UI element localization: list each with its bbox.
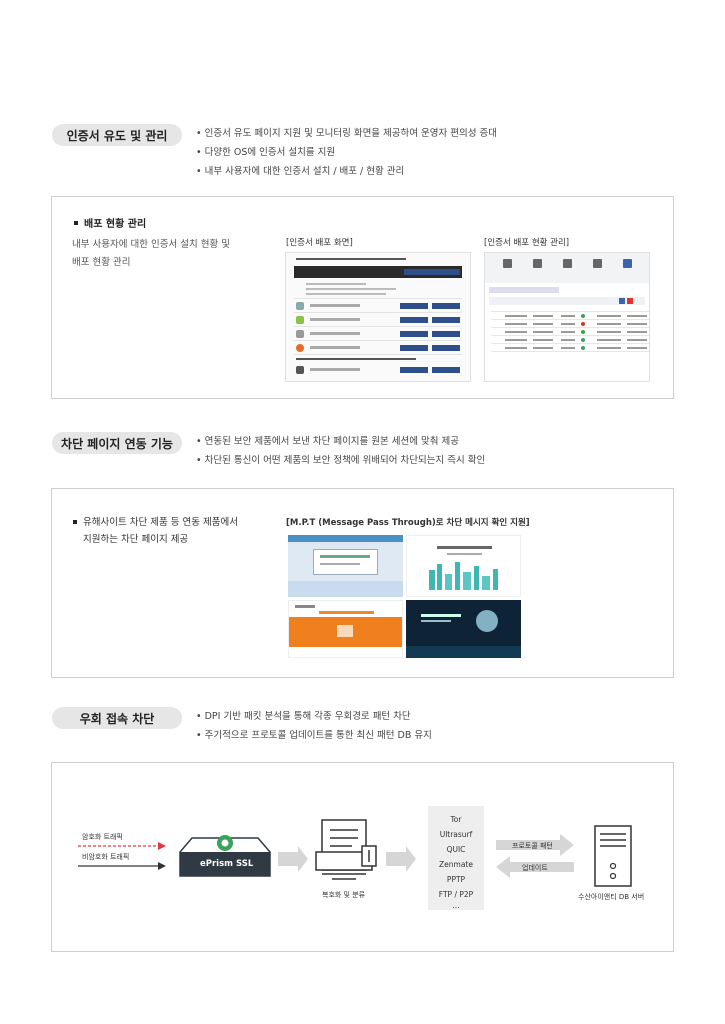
box2-heading: 유해사이트 차단 제품 등 연동 제품에서 지원하는 차단 페이지 제공: [73, 514, 238, 548]
protocol-item: PPTP: [446, 875, 466, 884]
block-page-image-light: [288, 535, 403, 597]
section-title-bypass: 우회 접속 차단: [52, 707, 182, 729]
block-page-image-city: [406, 535, 521, 597]
caption-cert-screen: [인증서 배포 화면]: [286, 238, 353, 248]
protocol-item: Zenmate: [439, 860, 473, 869]
bullet-item: 인증서 유도 페이지 지원 및 모니터링 화면을 제공하여 운영자 편의성 증대: [196, 124, 497, 143]
bypass-bullets: DPI 기반 패킷 분석을 통해 각종 우회경로 패턴 차단 주기적으로 프로토…: [196, 707, 432, 745]
db-server-label: 수산아이앤티 DB 서버: [578, 893, 645, 901]
block-page-image-dark: [406, 600, 521, 658]
toolbar-icon: [623, 259, 632, 268]
caption-cert-status: [인증서 배포 현황 관리]: [484, 238, 570, 248]
firefox-icon: [296, 343, 304, 352]
section-title-block-page: 차단 페이지 연동 기능: [52, 432, 182, 454]
toolbar-icon: [533, 259, 542, 268]
bullet-item: 차단된 통신이 어떤 제품의 보안 정책에 위배되어 차단되는지 즉시 확인: [196, 451, 486, 470]
box-heading-text: 배포 현황 관리: [84, 219, 147, 230]
macos-icon: [296, 301, 304, 310]
block-page-bullets: 연동된 보안 제품에서 보낸 차단 페이지를 원본 세션에 맞춰 제공 차단된 …: [196, 432, 486, 470]
box2-heading-line: 유해사이트 차단 제품 등 연동 제품에서: [83, 517, 238, 528]
certificate-icon: [296, 365, 304, 374]
box-heading: 배포 현황 관리: [74, 215, 146, 230]
protocol-list: Tor Ultrasurf QUIC Zenmate PPTP FTP / P2…: [428, 806, 484, 910]
bullet-item: 내부 사용자에 대한 인증서 설치 / 배포 / 현황 관리: [196, 162, 497, 181]
plain-traffic-label: 비암호화 트래픽: [82, 853, 130, 861]
square-bullet-icon: [74, 220, 78, 225]
bullet-item: 연동된 보안 제품에서 보낸 차단 페이지를 원본 세션에 맞춰 제공: [196, 432, 485, 451]
android-icon: [296, 315, 304, 324]
section-title-cert: 인증서 유도 및 관리: [52, 124, 182, 146]
caption-mpt: [M.P.T (Message Pass Through)로 차단 메시지 확인…: [286, 518, 530, 528]
cert-status-screenshot: [484, 252, 650, 382]
protocol-item: ...: [452, 901, 460, 910]
cert-distribution-screenshot: [285, 252, 471, 382]
desc-line: 배포 현황 관리: [72, 257, 131, 268]
box-description: 내부 사용자에 대한 인증서 설치 현황 및 배포 현황 관리: [72, 236, 230, 272]
encrypted-traffic-label: 암호화 트래픽: [82, 833, 123, 841]
block-page-image-orange: [288, 600, 403, 658]
bullet-item: 다양한 OS에 인증서 설치를 지원: [196, 143, 497, 162]
toolbar-icon: [503, 259, 512, 268]
square-bullet-icon: [73, 520, 77, 524]
protocol-item: Ultrasurf: [439, 830, 473, 839]
box2-heading-line: 지원하는 차단 페이지 제공: [83, 534, 189, 545]
bullet-item: 주기적으로 프로토콜 업데이트를 통한 최신 패턴 DB 유지: [196, 726, 432, 745]
protocol-item: FTP / P2P: [438, 890, 474, 899]
decrypt-classify-label: 복호화 및 분류: [322, 891, 366, 899]
toolbar-icon: [563, 259, 572, 268]
ios-icon: [296, 329, 304, 338]
bullet-item: DPI 기반 패킷 분석을 통해 각종 우회경로 패턴 차단: [196, 707, 432, 726]
toolbar-icon: [593, 259, 602, 268]
desc-line: 내부 사용자에 대한 인증서 설치 현황 및: [72, 239, 230, 250]
update-label: 업데이트: [522, 864, 548, 872]
protocol-item: Tor: [450, 815, 462, 824]
device-name: ePrism SSL: [200, 859, 254, 869]
cert-bullets: 인증서 유도 페이지 지원 및 모니터링 화면을 제공하여 운영자 편의성 증대…: [196, 124, 497, 181]
protocol-pattern-label: 프로토콜 패턴: [512, 842, 553, 850]
bypass-diagram-box: [51, 762, 674, 952]
protocol-item: QUIC: [446, 845, 466, 854]
